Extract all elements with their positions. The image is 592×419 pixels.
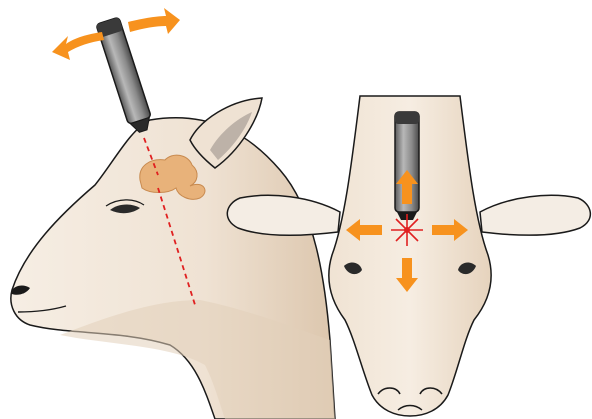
rotate-arrow-icon	[52, 32, 104, 60]
sheep-front-right-ear	[480, 195, 590, 235]
sheep-front-left-ear	[227, 195, 340, 235]
probe-icon	[96, 17, 155, 135]
rotate-arrow-icon	[128, 8, 180, 34]
